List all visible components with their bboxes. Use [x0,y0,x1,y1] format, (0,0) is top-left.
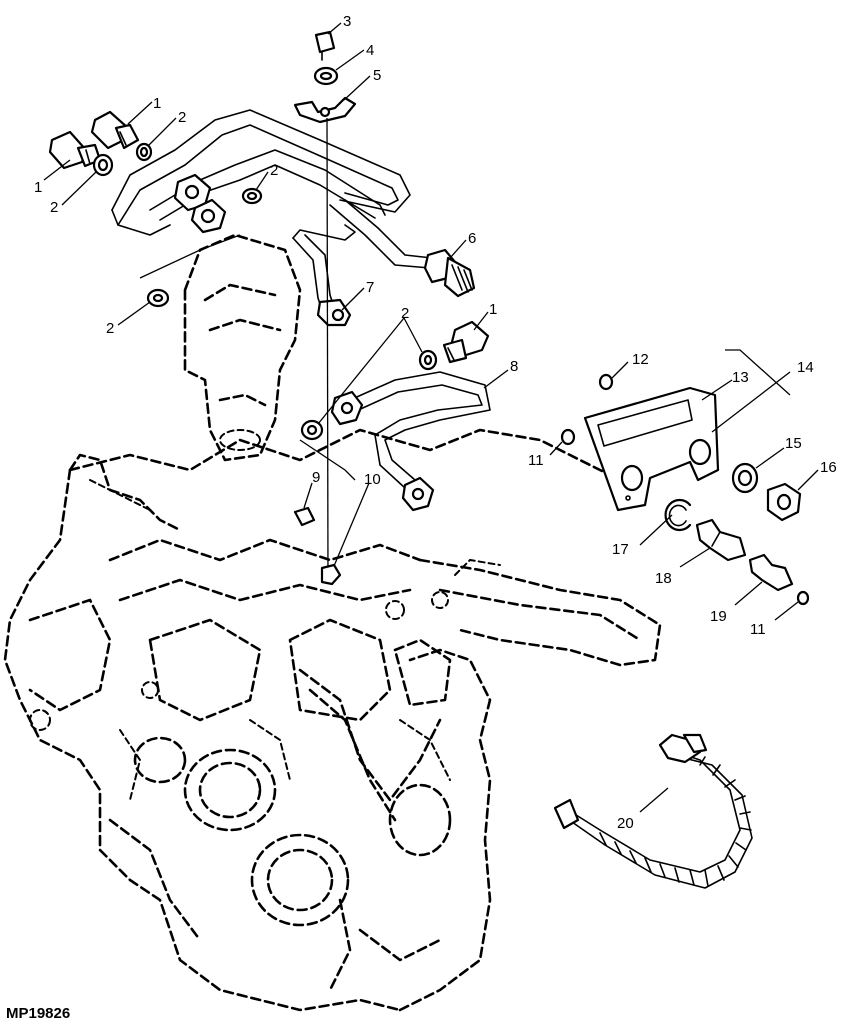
washer-2f [300,419,324,441]
plug-9 [293,506,316,527]
clamp-5 [293,96,357,124]
fitting-lower-end [401,476,435,512]
callout-6: 6 [468,230,476,247]
figure-id: MP19826 [6,1005,70,1022]
nut-16 [766,482,802,522]
callout-15: 15 [785,435,802,452]
callout-18: 18 [655,570,672,587]
o-ring-11b [796,590,810,606]
callout-10: 10 [364,471,381,488]
fitting-19 [748,553,794,592]
fitting-6 [423,248,476,298]
washer-2c [241,187,263,205]
callout-2: 2 [106,320,114,337]
callout-labels: 3 4 5 1 2 1 2 2 6 2 7 2 1 8 12 13 14 11 … [34,13,837,832]
callout-2: 2 [178,109,186,126]
leader-lines [43,22,819,813]
bolt-3 [314,30,336,61]
callout-7: 7 [366,279,374,296]
washer-15 [731,462,759,494]
callout-1: 1 [489,301,497,318]
callout-13: 13 [732,369,749,386]
washer-2d [146,288,170,308]
bracket-13-14 [583,386,720,512]
callout-16: 16 [820,459,837,476]
callout-14: 14 [797,359,814,376]
callout-9: 9 [312,469,320,486]
clamp-centerline [326,117,329,581]
banjo-fitting-upper-2 [190,198,227,234]
o-ring-11a [560,428,576,446]
engine-block-outline [3,428,662,1012]
fitting-7 [316,298,352,327]
washer-4 [313,66,339,86]
hose-20 [553,733,753,889]
banjo-bolt-1a [90,110,140,150]
fitting-18 [695,518,747,562]
callout-20: 20 [617,815,634,832]
callout-3: 3 [343,13,351,30]
callout-2: 2 [270,162,278,179]
snap-ring-17 [664,498,692,532]
washer-2a [135,142,153,162]
callout-1: 1 [34,179,42,196]
callout-11: 11 [750,621,766,638]
banjo-bolt-1b [48,130,102,170]
callout-5: 5 [373,67,381,84]
washer-2e [418,349,438,371]
callout-8: 8 [510,358,518,375]
callout-4: 4 [366,42,374,59]
callout-11: 11 [528,452,544,469]
banjo-fitting-lower [330,390,364,426]
callout-17: 17 [612,541,629,558]
nut-10 [320,563,342,586]
banjo-bolt-1c [442,320,490,364]
washer-2b [92,153,114,177]
callout-12: 12 [632,351,649,368]
callout-2: 2 [50,199,58,216]
callout-1: 1 [153,95,161,112]
fuel-line-upper [111,109,433,311]
o-ring-12 [598,373,614,391]
callout-19: 19 [710,608,727,625]
injection-pump-outline [183,233,302,462]
callout-2: 2 [401,305,409,322]
